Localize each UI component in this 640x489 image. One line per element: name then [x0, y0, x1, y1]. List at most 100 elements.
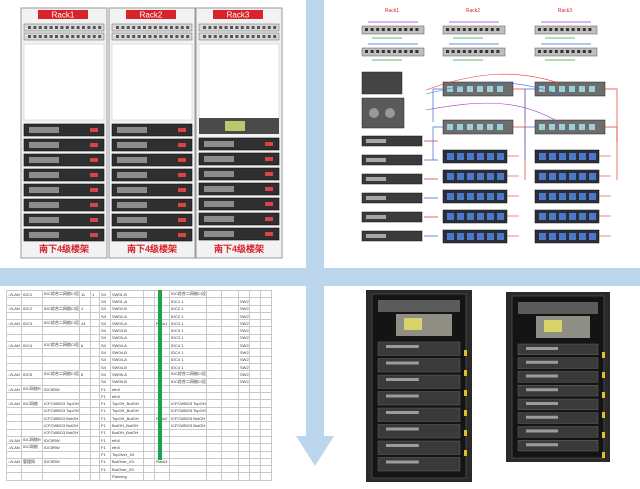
patch-port [98, 26, 102, 29]
cable-line [432, 126, 443, 160]
table-cell [206, 333, 222, 343]
table-cell: SW04-B [110, 348, 144, 357]
patch-port [230, 35, 233, 38]
patch-port [71, 35, 75, 38]
table-cell [206, 355, 222, 364]
table-cell [21, 311, 43, 321]
disk-bay [447, 233, 454, 240]
switch-port [398, 28, 402, 31]
server-led [265, 202, 273, 206]
table-cell: IDC网络R [21, 384, 43, 394]
disk-bay [497, 173, 504, 180]
table-cell [260, 355, 272, 364]
disk-bay [487, 233, 494, 240]
table-cell: IDC5 [21, 370, 43, 379]
table-cell [249, 333, 261, 343]
table-cell [260, 428, 272, 437]
table-cell: IDC5RW [42, 384, 80, 394]
table-cell: IDC4 1 [169, 362, 207, 372]
table-cell [99, 472, 111, 481]
server-bezel [526, 388, 558, 392]
server-bezel [204, 156, 234, 162]
server-bezel [29, 232, 59, 238]
controller-port [559, 86, 565, 92]
table-cell: F1 [99, 406, 111, 416]
table-cell: IDC网络 [21, 399, 43, 408]
table-cell [169, 435, 207, 445]
table-cell [90, 304, 100, 313]
table-cell [206, 392, 222, 401]
patch-port [262, 35, 266, 38]
table-cell: ICFCWBO3 BotOH [42, 428, 80, 437]
disk-bay [467, 193, 474, 200]
table-cell [260, 414, 272, 423]
table-row: Panning [6, 472, 272, 481]
storage-display [404, 318, 422, 330]
table-cell [154, 399, 170, 408]
server-led [265, 157, 273, 161]
fan-icon [385, 108, 395, 118]
switch-port [496, 28, 500, 31]
switch-port [404, 50, 408, 53]
table-cell [221, 435, 239, 445]
switch-port [387, 50, 391, 53]
table-cell [90, 341, 100, 350]
table-cell [249, 319, 261, 328]
table-cell: SW2 [238, 304, 250, 313]
table-cell [221, 297, 239, 306]
server-bezel [366, 177, 386, 181]
table-cell: F1 [99, 384, 111, 394]
table-cell [206, 443, 222, 452]
disk-bay [589, 173, 596, 180]
table-cell: Rack1 [154, 319, 170, 328]
table-cell [249, 311, 261, 321]
table-cell [42, 377, 80, 386]
table-cell [143, 399, 155, 408]
table-cell [154, 311, 170, 321]
controller-port [497, 124, 503, 130]
table-cell [238, 414, 250, 423]
server-bezel [117, 187, 147, 193]
server-led [178, 218, 186, 222]
switch-port [566, 50, 569, 53]
table-cell [260, 348, 272, 357]
table-cell [238, 450, 250, 459]
server-bezel [366, 139, 386, 143]
table-cell [79, 472, 91, 481]
patch-port [132, 26, 136, 29]
table-cell [79, 326, 91, 335]
table-cell [221, 443, 239, 452]
table-cell [6, 311, 22, 321]
patch-panel [111, 32, 193, 41]
table-cell [169, 384, 207, 394]
table-cell: SW2 [238, 333, 250, 343]
patch-port [235, 26, 239, 29]
switch-port [393, 28, 396, 31]
server-led [90, 143, 98, 147]
rack-label-badge [38, 10, 88, 19]
server-led [265, 172, 273, 176]
table-cell [143, 457, 155, 467]
table-cell: BotOH_BotOH [110, 421, 144, 430]
table-cell [221, 348, 239, 357]
table-cell [154, 377, 170, 386]
rack-label: Rack2 [140, 11, 163, 20]
table-cell [249, 362, 261, 372]
table-cell: SW04-A [110, 341, 144, 350]
table-cell [6, 465, 22, 474]
table-cell [143, 311, 155, 321]
table-cell: BotOver_X0 [110, 457, 144, 467]
patch-port [87, 26, 91, 29]
server-bezel [204, 231, 234, 237]
patch-port [273, 35, 277, 38]
patch-port [116, 26, 119, 29]
table-cell [221, 465, 239, 474]
table-cell: IDC5RW [42, 443, 80, 452]
table-cell [206, 377, 222, 386]
diagram-column-title: Rack3 [558, 8, 572, 14]
table-cell [260, 465, 272, 474]
switch-port [381, 28, 385, 31]
patch-port [257, 26, 260, 29]
